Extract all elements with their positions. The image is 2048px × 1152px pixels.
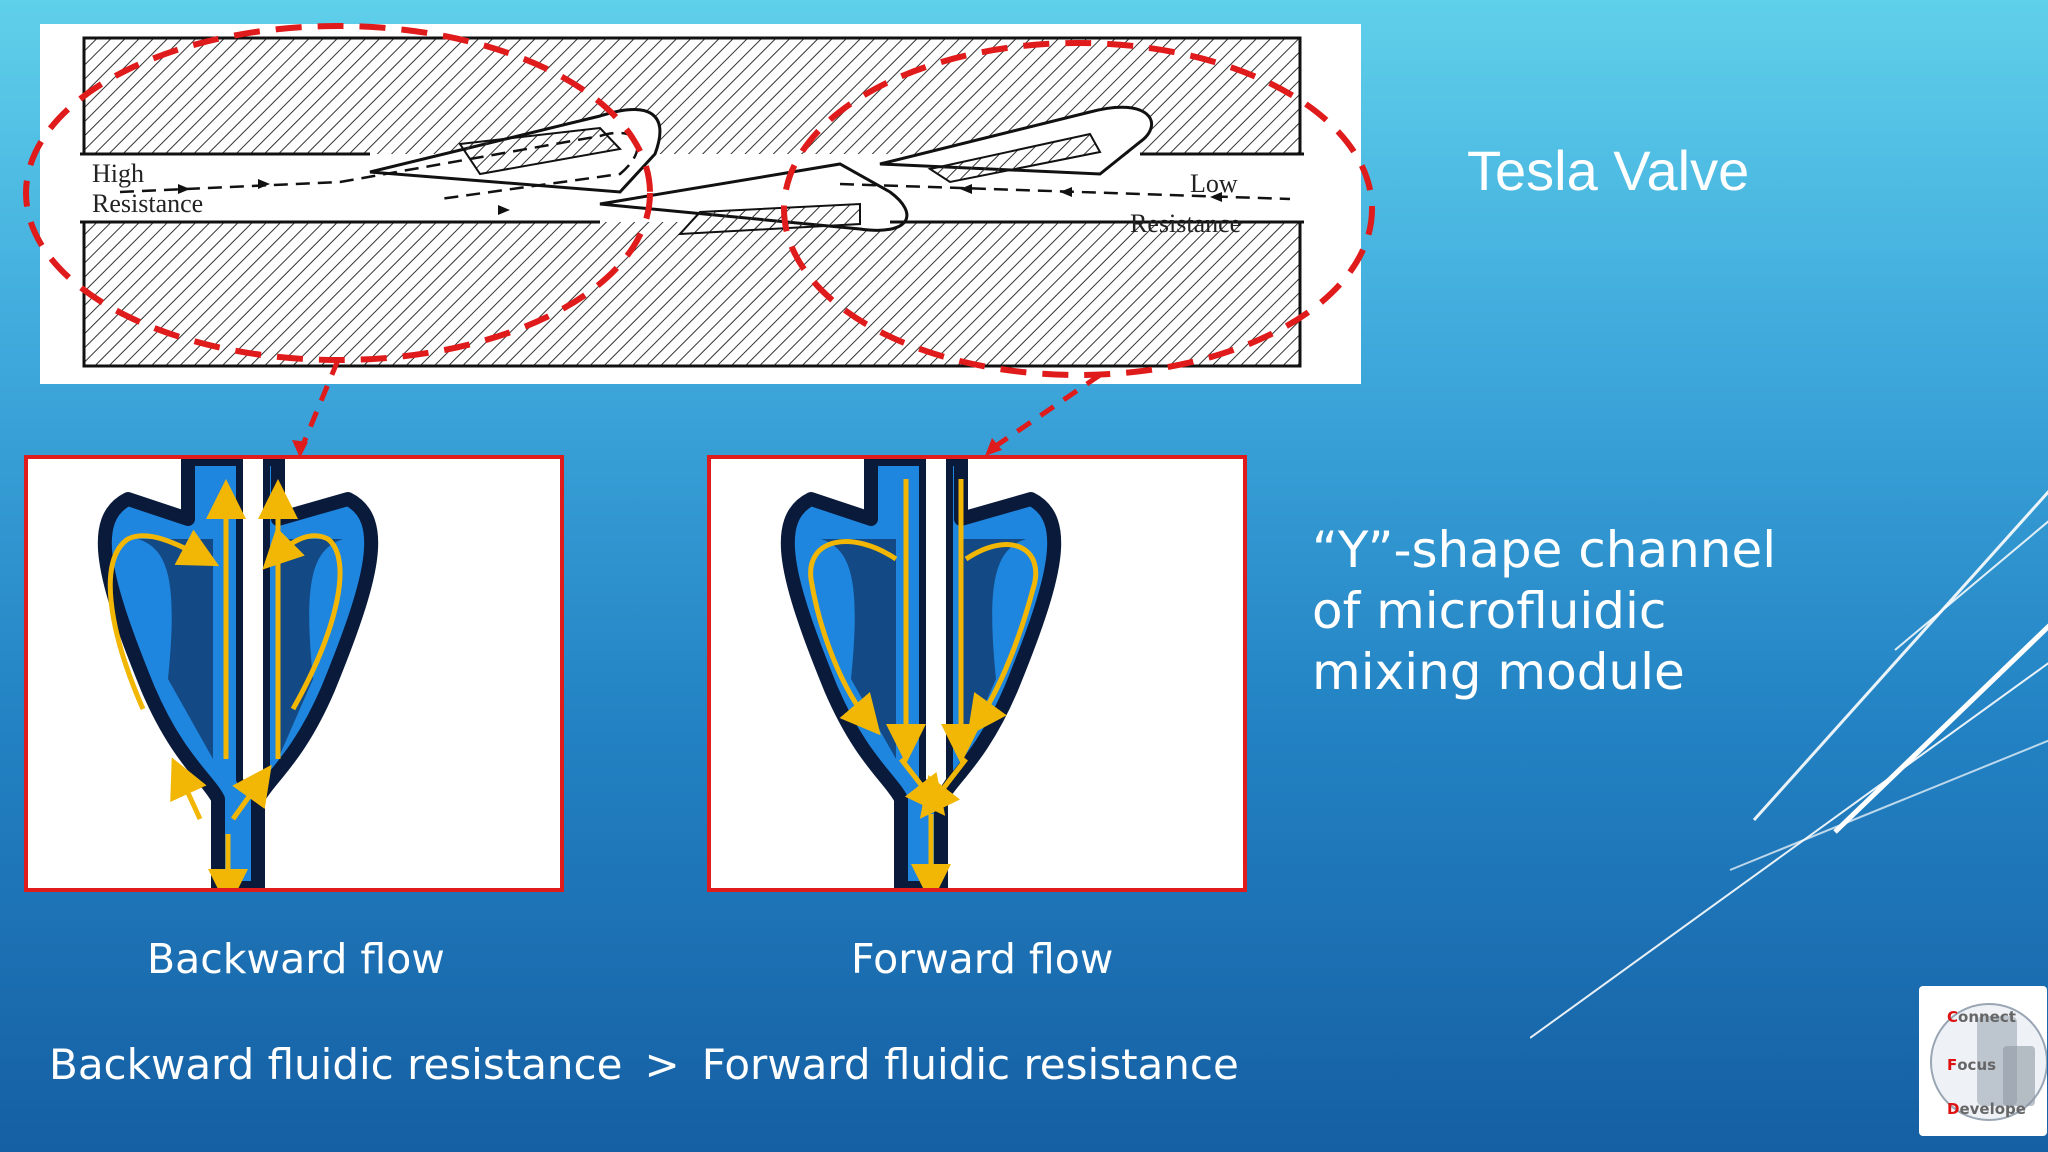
forward-resistance-text: Forward fluidic resistance <box>701 1040 1239 1089</box>
high-label: High <box>92 159 144 188</box>
description-line-3: mixing module <box>1312 643 1685 701</box>
tesla-valve-figure: High Resistance Low Resistance <box>40 24 1361 384</box>
forward-flow-panel <box>707 452 1247 904</box>
resistance-comparison: Backward fluidic resistance > Forward flui… <box>49 1040 1239 1089</box>
logo-d-initial: D <box>1947 1100 1960 1118</box>
backward-resistance-text: Backward fluidic resistance <box>49 1040 623 1089</box>
flow-path <box>119 131 1291 215</box>
backward-flow-caption: Backward flow <box>147 935 445 983</box>
description-line-1: “Y”-shape channel <box>1312 521 1777 579</box>
decorative-lines <box>1530 490 2048 1039</box>
backward-flow-diagram <box>97 452 379 909</box>
y-channel-description: “Y”-shape channel of microfluidic mixing… <box>1312 520 1776 703</box>
connect-focus-develop-logo: Connect Focus Develope <box>1919 986 2047 1136</box>
valve-channel <box>80 105 1304 236</box>
logo-d-rest: evelope <box>1959 1100 2026 1118</box>
backward-connector <box>297 359 341 453</box>
backward-highlight-ellipse <box>23 23 653 363</box>
forward-flow-diagram <box>780 452 1062 904</box>
low-resistance-label: Resistance <box>1130 209 1241 238</box>
tesla-valve-diagram: High Resistance Low Resistance <box>80 36 1304 368</box>
logo-c-initial: C <box>1947 1008 1959 1026</box>
high-resistance-label: Resistance <box>92 189 203 218</box>
description-line-2: of microfluidic <box>1312 582 1667 640</box>
slide-title: Tesla Valve <box>1467 139 1750 202</box>
low-label: Low <box>1190 169 1238 198</box>
backward-flow-panel <box>24 452 564 909</box>
forward-flow-caption: Forward flow <box>851 935 1114 983</box>
logo-graphic <box>1930 1003 2047 1121</box>
logo-f-initial: F <box>1947 1056 1958 1074</box>
logo-f-rest: ocus <box>1957 1056 1997 1074</box>
forward-highlight-ellipse <box>781 40 1375 378</box>
logo-c-rest: onnect <box>1958 1008 2016 1026</box>
forward-connector <box>988 372 1102 453</box>
greater-than-symbol: > <box>644 1040 680 1089</box>
